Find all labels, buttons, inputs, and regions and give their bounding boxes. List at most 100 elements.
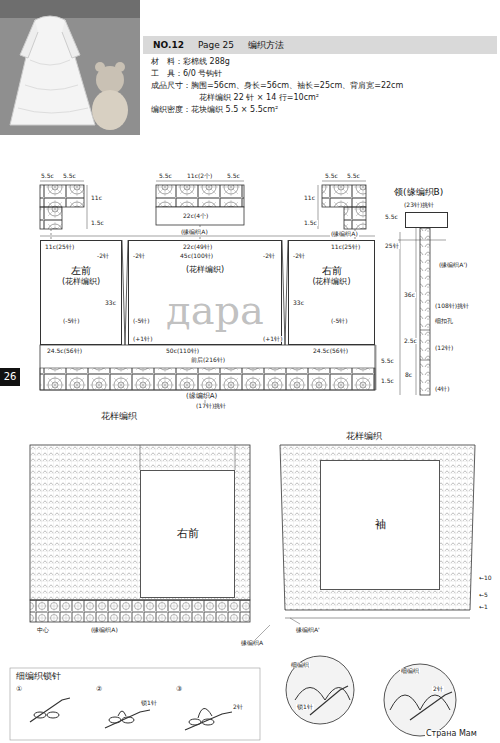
dimension-label: (缘编织A') [438, 262, 468, 268]
sleeve-chart-part [280, 445, 475, 610]
shoulder-motifs [40, 181, 366, 240]
sleeve-chart-part [285, 618, 470, 619]
dimension-label: 25针 [384, 243, 400, 249]
dimension-label: (17针)挑针 [195, 403, 227, 409]
dimension-label: 2.5c [403, 338, 418, 344]
panel-label: 左前 [71, 265, 91, 277]
dimension-label: 缘编织A [240, 640, 264, 646]
dimension-label: 45c(100针) [179, 253, 214, 259]
photo-part [0, 0, 140, 18]
dimension-label: 5.5c [158, 173, 173, 179]
panel-label: 袖 [375, 519, 386, 532]
dimension-label: Страна Мам [425, 730, 478, 738]
dimension-label: (-5针) [132, 318, 151, 324]
dimension-label: 8c [404, 372, 413, 378]
stitch-steps-part [185, 712, 232, 730]
spec-text: 工 具：6/0 号钩针 [150, 70, 223, 78]
stitch-steps-part [384, 664, 456, 736]
stitch-steps-part [118, 711, 126, 716]
button-band [398, 228, 446, 395]
dimension-label: 11c(25针) [44, 244, 75, 250]
dimension-label: 锁1针 [140, 700, 158, 706]
dimension-label: 24.5c(56针) [312, 348, 349, 354]
dimension-label: 缘编织A' [295, 627, 321, 633]
panel-label: 领(缘编织B) [394, 187, 443, 197]
dimension-label: 33c [292, 300, 305, 306]
body-outline [40, 236, 376, 408]
dimension-label: 33c [104, 300, 117, 306]
dimension-label: -2针 [132, 253, 146, 259]
body-outline-part [40, 236, 376, 390]
panel-label: (花样编织) [312, 277, 350, 286]
stitch-steps-part [310, 686, 452, 720]
dimension-label: 细扣孔 [434, 318, 454, 324]
panel-label: 右前 [322, 265, 342, 277]
dimension-label: 11c(2个) [186, 173, 213, 179]
dimension-label: 5.5c [40, 173, 55, 179]
photo-part [0, 0, 140, 135]
spec-text: 花样编织 22 针 × 14 行=10cm² [198, 94, 320, 102]
dimension-label: 22c(4个) [182, 213, 209, 219]
stitch-steps-part [198, 708, 212, 718]
dimension-label: 1.5c [90, 220, 105, 226]
stitch-steps-part [295, 688, 450, 711]
shoulder-motifs-part [40, 185, 84, 207]
shoulder-motifs-part [156, 207, 244, 225]
panel-label: (花样编织) [186, 265, 224, 274]
dimension-label: -2针 [262, 253, 276, 259]
page-tab: 26 [0, 368, 20, 386]
dimension-label: (缘编织A) [90, 627, 119, 633]
dimension-label: 5.5c [226, 173, 241, 179]
dimension-label: 锁1针 [296, 704, 314, 710]
dimension-label: (缘编织A) [180, 229, 209, 235]
title-rule [143, 36, 497, 54]
button-band-part [420, 228, 430, 395]
header-text: Page 25 [198, 40, 234, 50]
sleeve-chart [255, 445, 475, 640]
photo-part [10, 16, 95, 125]
dimension-label: (-5针) [62, 318, 81, 324]
dimension-label: 花样编织 [345, 432, 383, 441]
shoulder-motifs-part [322, 185, 366, 207]
body-outline-part [122, 240, 288, 345]
pattern-panel: 袖 [320, 460, 440, 590]
dimension-label: ② [95, 686, 103, 693]
dimension-label: ←1 [478, 604, 489, 610]
dimension-label: 1.5c [303, 220, 318, 226]
photo-part [20, 20, 80, 58]
dimension-label: 花样编织 [100, 412, 138, 421]
front-chart [30, 445, 250, 622]
photo-part [115, 62, 125, 72]
photo-part [92, 90, 128, 130]
dimension-label: ←10 [478, 575, 493, 581]
dimension-label: 前后(216针) [190, 357, 226, 363]
stitch-steps-part [47, 712, 59, 718]
dimension-label: (12针) [434, 345, 454, 351]
dimension-label: 细编织锁针 [15, 672, 62, 681]
dimension-label: -2针 [292, 253, 306, 259]
shoulder-motifs-part [40, 181, 366, 229]
pattern-panel: 右前 [140, 470, 235, 598]
dimension-label: ① [15, 686, 23, 693]
panel-label: (花样编织) [62, 277, 100, 286]
panel-label: 26 [4, 371, 17, 383]
dimension-label: ←5 [478, 592, 489, 598]
spec-text: 编织密度：花块编织 5.5 × 5.5cm² [150, 106, 279, 114]
front-chart-part [140, 445, 235, 470]
dimension-label: (+1针) [132, 336, 154, 342]
stitch-steps-part [10, 668, 260, 740]
dimension-label: (4针) [434, 386, 451, 392]
dimension-label: 5.5c [346, 173, 361, 179]
dimension-label: 细编织 [290, 662, 310, 668]
spec-text: 成品尺寸：胸围=56cm、身长=56cm、袖长=25cm、背肩宽=22cm [150, 82, 404, 90]
dimension-label: 36c [403, 292, 416, 298]
dimension-label: (108针)挑针 [434, 303, 470, 309]
dimension-label: (缘编织A) [185, 393, 218, 400]
dimension-label: (+1针) [262, 336, 284, 342]
dimension-label: 5.5c [380, 358, 395, 364]
dimension-label: 2针 [232, 704, 244, 710]
dimension-label: ③ [175, 686, 183, 693]
dimension-label: (23针)挑针 [403, 202, 435, 208]
dimension-label: 24.5c(56针) [46, 348, 83, 354]
